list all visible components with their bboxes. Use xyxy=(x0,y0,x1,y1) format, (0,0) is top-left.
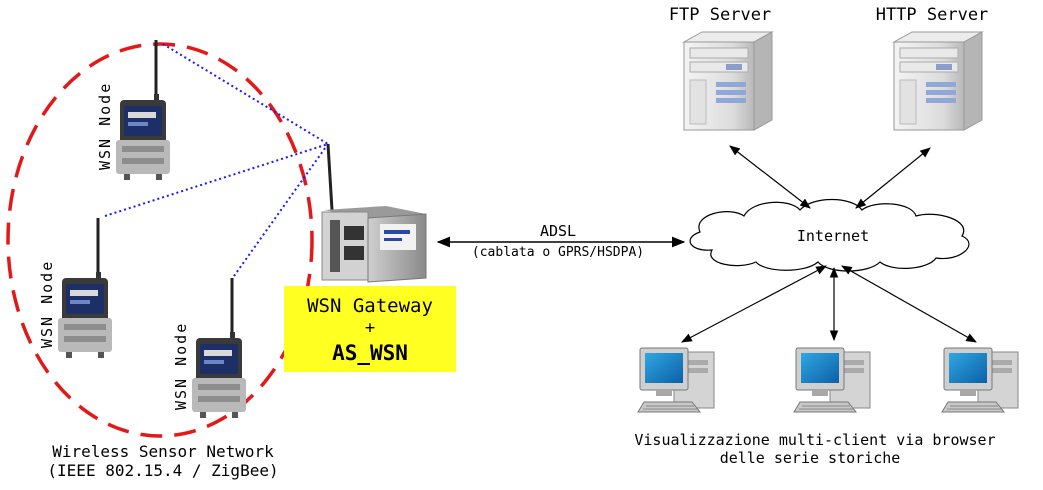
clients-caption-line1: Visualizzazione multi-client via browser xyxy=(634,431,995,449)
client-pc-icon-2 xyxy=(793,347,871,413)
gateway-label-line1: WSN Gateway xyxy=(307,295,433,317)
clients-caption-line2: delle serie storiche xyxy=(720,449,901,467)
wsn-node-label-3: WSN Node xyxy=(172,322,190,410)
http-server-label: HTTP Server xyxy=(876,5,989,25)
internet-label: Internet xyxy=(797,227,869,245)
ftp-server-icon xyxy=(683,31,773,131)
gateway-label-line2: + xyxy=(365,318,375,338)
wsn-node-label-2: WSN Node xyxy=(38,260,56,348)
ftp-internet-arrow xyxy=(729,145,811,209)
adsl-sublabel: (cablata o GPRS/HSDPA) xyxy=(472,245,644,260)
client-pc-icon-3 xyxy=(941,347,1019,413)
wireless-link-node-3 xyxy=(233,143,329,277)
wireless-link-node-1 xyxy=(162,43,329,145)
wsn-node-device-3 xyxy=(190,276,248,420)
http-internet-arrow xyxy=(855,147,931,209)
wsn-boundary-ellipse xyxy=(6,42,314,438)
client-3-arrow xyxy=(841,265,977,343)
wsn-caption-line2: (IEEE 802.15.4 / ZigBee) xyxy=(47,461,278,480)
client-pc-icon-1 xyxy=(637,347,715,413)
wireless-links xyxy=(104,43,329,277)
http-server-icon xyxy=(893,31,983,131)
wsn-node-device-1 xyxy=(114,38,172,182)
wsn-caption-line1: Wireless Sensor Network xyxy=(52,442,274,461)
gateway-label-line3: AS_WSN xyxy=(332,341,408,365)
wsn-node-label-1: WSN Node xyxy=(96,82,114,170)
client-1-arrow xyxy=(681,265,827,343)
wsn-node-device-2 xyxy=(56,216,114,360)
wireless-link-node-2 xyxy=(104,143,329,217)
ftp-server-label: FTP Server xyxy=(669,5,771,25)
adsl-label: ADSL xyxy=(540,222,576,240)
gateway-label-box xyxy=(284,286,456,372)
wsn-gateway-device xyxy=(321,143,427,283)
